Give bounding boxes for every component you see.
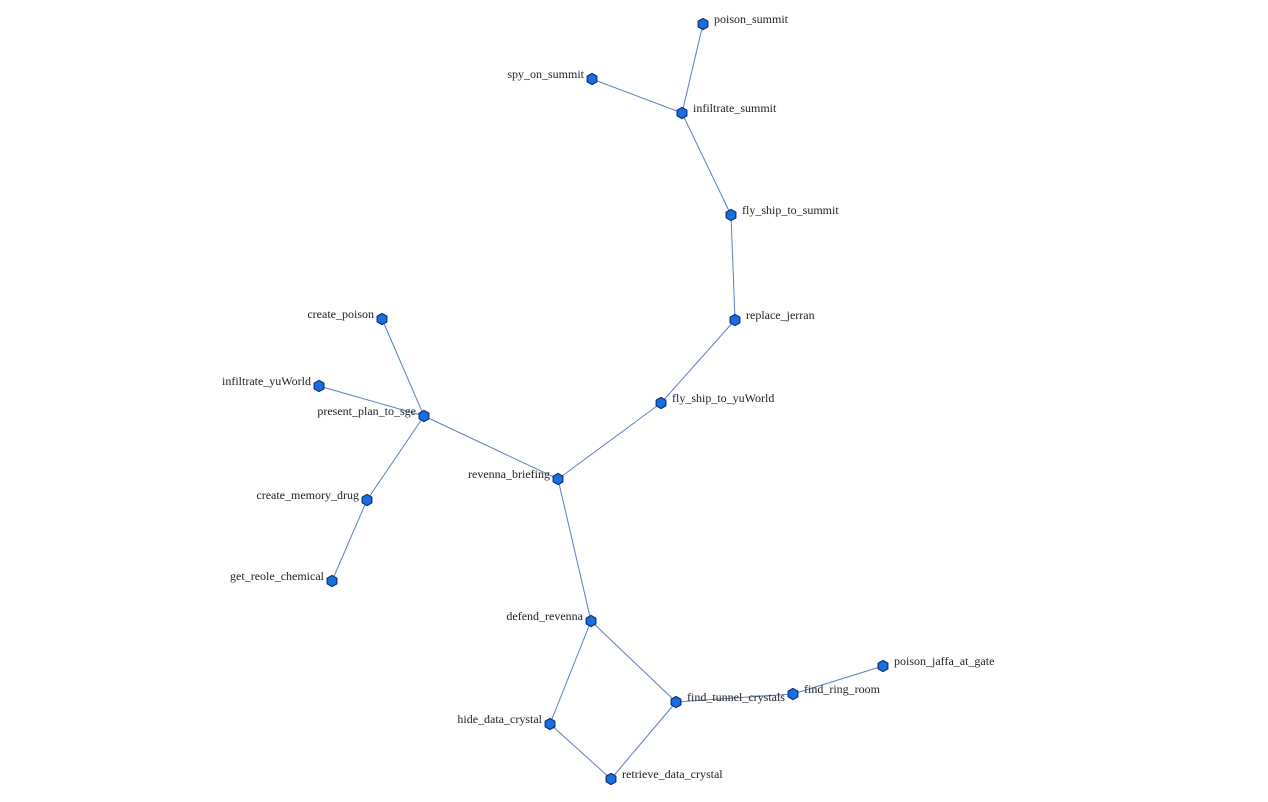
node-poison_jaffa_at_gate[interactable] bbox=[877, 659, 889, 673]
node-defend_revenna[interactable] bbox=[585, 614, 597, 628]
node-create_memory_drug[interactable] bbox=[361, 493, 373, 507]
node-label-retrieve_data_crystal: retrieve_data_crystal bbox=[622, 767, 723, 781]
node-infiltrate_summit[interactable] bbox=[676, 106, 688, 120]
node-hide_data_crystal[interactable] bbox=[544, 717, 556, 731]
node-label-fly_ship_to_yuWorld: fly_ship_to_yuWorld bbox=[672, 391, 774, 405]
edge-spy_on_summit-to-infiltrate_summit bbox=[591, 78, 683, 114]
edge-present_plan_to_sge-to-revenna_briefing bbox=[423, 415, 559, 480]
graph-nodes bbox=[313, 17, 889, 786]
node-fly_ship_to_yuWorld[interactable] bbox=[655, 396, 667, 410]
node-label-find_ring_room: find_ring_room bbox=[804, 682, 881, 696]
node-label-poison_summit: poison_summit bbox=[714, 12, 789, 26]
edge-poison_summit-to-infiltrate_summit bbox=[681, 23, 704, 114]
edge-find_tunnel_crystals-to-find_ring_room bbox=[675, 693, 794, 703]
node-retrieve_data_crystal[interactable] bbox=[605, 772, 617, 786]
node-label-infiltrate_summit: infiltrate_summit bbox=[693, 101, 777, 115]
node-revenna_briefing[interactable] bbox=[552, 472, 564, 486]
node-poison_summit[interactable] bbox=[697, 17, 709, 31]
node-label-get_reole_chemical: get_reole_chemical bbox=[230, 569, 325, 583]
node-create_poison[interactable] bbox=[376, 312, 388, 326]
node-label-infiltrate_yuWorld: infiltrate_yuWorld bbox=[222, 374, 311, 388]
edge-hide_data_crystal-to-retrieve_data_crystal bbox=[549, 723, 612, 780]
node-label-hide_data_crystal: hide_data_crystal bbox=[457, 712, 542, 726]
edge-create_poison-to-present_plan_to_sge bbox=[381, 318, 425, 417]
node-label-create_memory_drug: create_memory_drug bbox=[256, 488, 359, 502]
node-infiltrate_yuWorld[interactable] bbox=[313, 379, 325, 393]
node-replace_jerran[interactable] bbox=[729, 313, 741, 327]
edge-defend_revenna-to-hide_data_crystal bbox=[549, 620, 592, 725]
node-find_tunnel_crystals[interactable] bbox=[670, 695, 682, 709]
node-label-revenna_briefing: revenna_briefing bbox=[468, 467, 550, 481]
edge-retrieve_data_crystal-to-find_tunnel_crystals bbox=[610, 701, 677, 780]
edge-defend_revenna-to-find_tunnel_crystals bbox=[590, 620, 677, 703]
edge-find_ring_room-to-poison_jaffa_at_gate bbox=[792, 665, 884, 695]
edge-revenna_briefing-to-defend_revenna bbox=[557, 478, 592, 622]
node-label-find_tunnel_crystals: find_tunnel_crystals bbox=[687, 690, 785, 704]
edge-replace_jerran-to-fly_ship_to_yuWorld bbox=[660, 319, 736, 404]
edge-infiltrate_summit-to-fly_ship_to_summit bbox=[681, 112, 732, 216]
node-fly_ship_to_summit[interactable] bbox=[725, 208, 737, 222]
node-label-defend_revenna: defend_revenna bbox=[506, 609, 583, 623]
node-present_plan_to_sge[interactable] bbox=[418, 409, 430, 423]
node-label-create_poison: create_poison bbox=[307, 307, 374, 321]
graph-edges bbox=[318, 23, 884, 780]
node-find_ring_room[interactable] bbox=[787, 687, 799, 701]
node-label-replace_jerran: replace_jerran bbox=[746, 308, 815, 322]
edge-fly_ship_to_summit-to-replace_jerran bbox=[730, 214, 736, 321]
node-spy_on_summit[interactable] bbox=[586, 72, 598, 86]
node-label-poison_jaffa_at_gate: poison_jaffa_at_gate bbox=[894, 654, 994, 668]
edge-present_plan_to_sge-to-create_memory_drug bbox=[366, 415, 425, 501]
graph-labels: poison_summit spy_on_summit infiltrate_sum… bbox=[222, 12, 994, 781]
node-get_reole_chemical[interactable] bbox=[326, 574, 338, 588]
node-label-fly_ship_to_summit: fly_ship_to_summit bbox=[742, 203, 839, 217]
node-label-spy_on_summit: spy_on_summit bbox=[507, 67, 584, 81]
edge-create_memory_drug-to-get_reole_chemical bbox=[331, 499, 368, 582]
edge-fly_ship_to_yuWorld-to-revenna_briefing bbox=[557, 402, 662, 480]
edge-infiltrate_yuWorld-to-present_plan_to_sge bbox=[318, 385, 425, 417]
node-label-present_plan_to_sge: present_plan_to_sge bbox=[317, 404, 416, 418]
